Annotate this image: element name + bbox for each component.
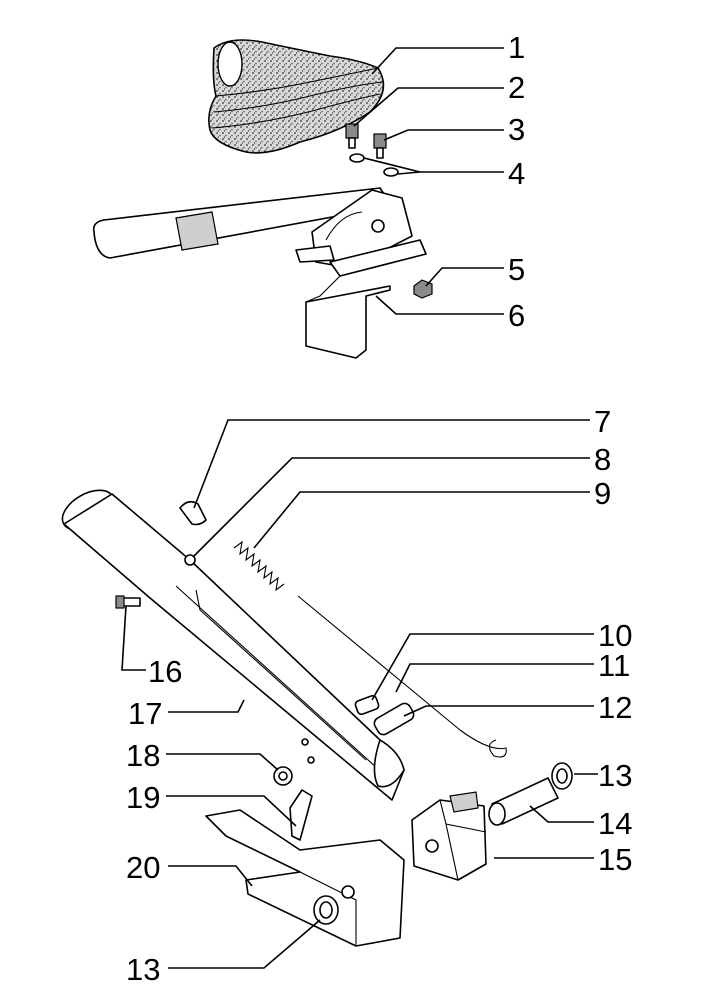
pin-part-10 [354,694,380,716]
callout-15: 15 [598,842,632,877]
callout-2: 2 [508,70,525,105]
sleeve-part-12 [373,702,415,736]
screw-part-3 [373,133,387,159]
callout-12: 12 [598,690,632,725]
bracket-part-6 [305,239,427,359]
callout-18: 18 [126,738,160,773]
callout-17: 17 [128,696,162,731]
callout-8: 8 [594,442,611,477]
washer-part-4 [349,153,399,177]
lever-arm-part-17 [61,489,405,801]
cap-part-7 [179,500,207,526]
callout-9: 9 [594,476,611,511]
callout-16: 16 [148,654,182,689]
callout-labels: 1 2 3 4 5 6 7 8 9 10 11 12 13 14 15 16 1… [126,30,632,987]
pin-part-8 [184,554,196,566]
callout-14: 14 [598,806,632,841]
callout-19: 19 [126,780,160,815]
rubber-boot-part [208,39,385,154]
washer-part-18 [273,766,293,786]
callout-20: 20 [126,850,160,885]
callout-13-bottom: 13 [126,952,160,987]
screw-part-2 [345,123,359,149]
ring-part-13-top [551,762,573,790]
leader-lines [121,47,598,969]
screw-part-16 [115,595,141,609]
pawl-part-19 [289,789,313,841]
callout-11: 11 [598,648,630,683]
callout-1: 1 [508,30,525,65]
rod-part-11 [297,595,507,758]
callout-4: 4 [508,156,525,191]
callout-13-top: 13 [598,758,632,793]
base-bracket-part-20 [205,809,405,947]
ring-part-13-bottom [313,895,339,925]
callout-7: 7 [594,404,611,439]
callout-5: 5 [508,252,525,287]
callout-3: 3 [508,112,525,147]
bushing-part-14 [488,777,559,826]
callout-6: 6 [508,298,525,333]
callout-10: 10 [598,618,632,653]
spring-part-9 [233,540,285,592]
block-part-15 [411,791,487,881]
